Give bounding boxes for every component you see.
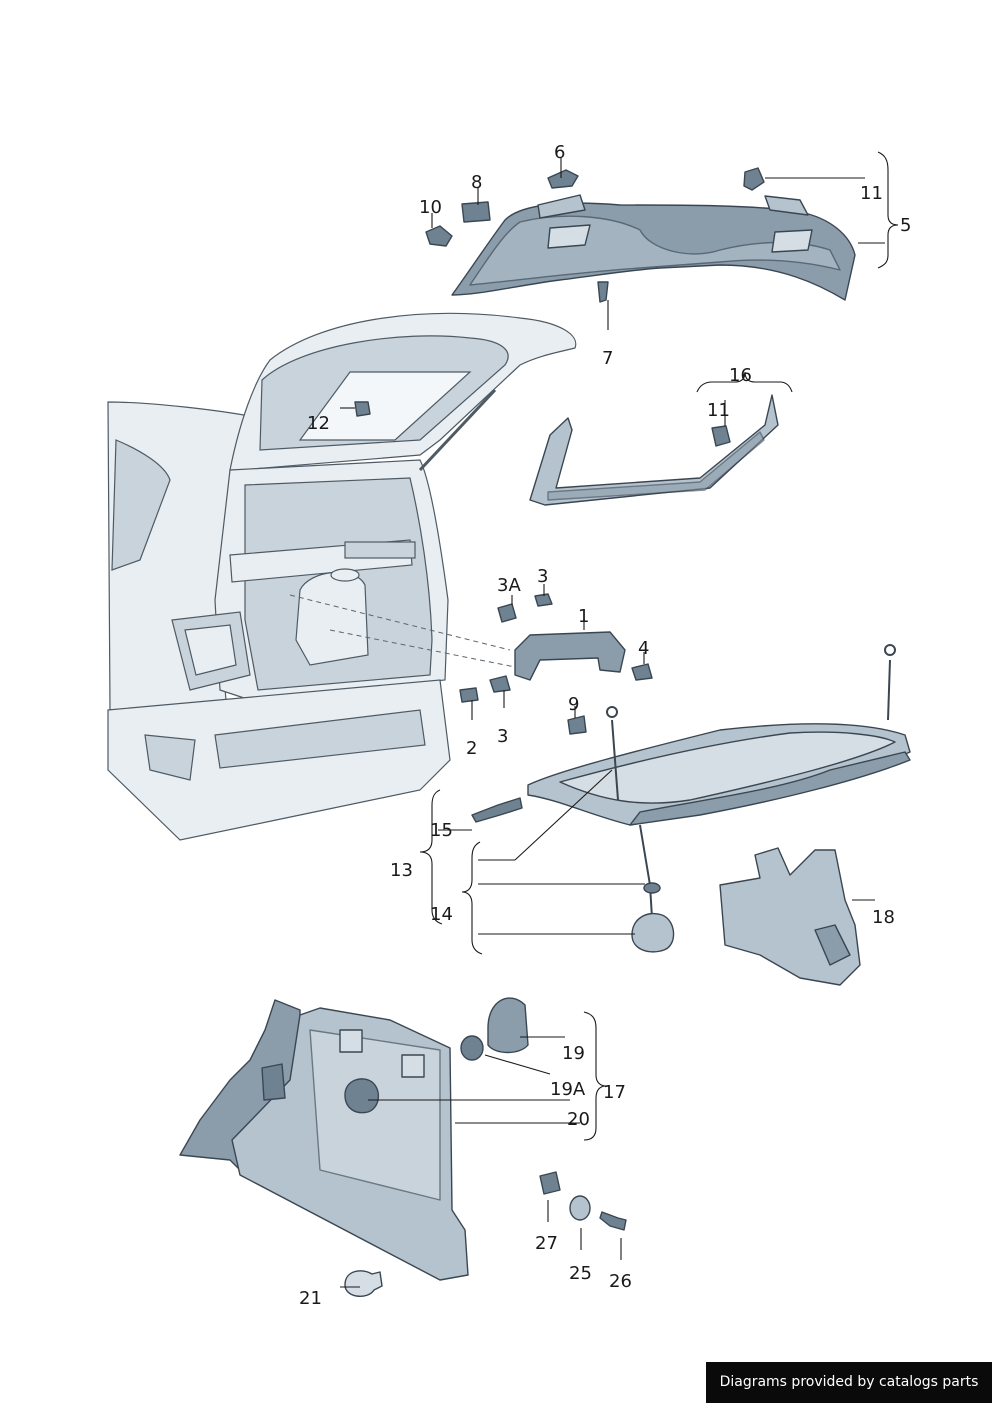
- label-1: 1: [578, 606, 589, 627]
- label-9: 9: [568, 694, 579, 715]
- label-19A: 19A: [550, 1079, 586, 1100]
- part-19-holder: [487, 997, 529, 1054]
- label-26: 26: [609, 1271, 632, 1292]
- part-18-insert-shade: [814, 924, 851, 966]
- shelf-cord-left: [611, 719, 619, 801]
- part-17-side-trim-panel: [179, 999, 469, 1281]
- label-10: 10: [419, 197, 442, 218]
- leader-lines: [340, 158, 885, 1288]
- part-25-nut: [569, 1195, 591, 1221]
- part-13-parcel-shelf: [527, 723, 911, 826]
- label-21: 21: [299, 1288, 322, 1309]
- part-2-screw: [459, 687, 479, 703]
- part-21-clip: [344, 1270, 383, 1297]
- label-15: 15: [430, 820, 453, 841]
- label-6: 6: [554, 142, 565, 163]
- label-18: 18: [872, 907, 895, 928]
- part-labels: 6 8 10 11 5 7 12 16 11 3A 3 1 4 9 2 3 15…: [299, 142, 911, 1309]
- part-20-fastener: [344, 1078, 379, 1114]
- part-8-clip: [461, 201, 491, 223]
- part-4-screw: [631, 663, 653, 681]
- label-14: 14: [430, 904, 453, 925]
- label-19: 19: [562, 1043, 585, 1064]
- label-12: 12: [307, 413, 330, 434]
- attribution-footer: Diagrams provided by catalogs parts: [706, 1362, 992, 1403]
- label-3-top: 3: [537, 566, 548, 587]
- cord-knob: [631, 912, 675, 953]
- label-2: 2: [466, 738, 477, 759]
- part-15-pin: [471, 797, 523, 823]
- label-3-bottom: 3: [497, 726, 508, 747]
- label-11-lower: 11: [707, 400, 730, 421]
- label-25: 25: [569, 1263, 592, 1284]
- assembly-pointer-line: [289, 594, 511, 651]
- part-6-clip: [547, 169, 579, 189]
- car-rear-illustration: [107, 312, 577, 841]
- part-19A-grommet: [460, 1035, 484, 1061]
- label-7: 7: [602, 348, 613, 369]
- part-16-tailgate-lower-trim: [529, 394, 779, 506]
- label-8: 8: [471, 172, 482, 193]
- part-12-screw: [354, 401, 371, 417]
- part-11-clip: [743, 167, 765, 191]
- grouping-braces: [419, 151, 899, 1141]
- part-11-clip-lower: [711, 425, 731, 447]
- shelf-cord-right: [887, 659, 891, 721]
- part-3A-clip: [497, 603, 517, 623]
- part-10-clip: [425, 225, 453, 247]
- part-27-clip: [539, 1171, 561, 1195]
- shelf-cord-lower: [639, 824, 653, 919]
- label-5: 5: [900, 215, 911, 236]
- part-9-screw: [567, 715, 587, 735]
- part-5-tailgate-trim: [451, 194, 856, 301]
- label-27: 27: [535, 1233, 558, 1254]
- label-16: 16: [729, 365, 752, 386]
- label-3A: 3A: [497, 575, 521, 596]
- part-26-screw: [599, 1211, 627, 1231]
- label-20: 20: [567, 1109, 590, 1130]
- part-3-screw-bottom: [489, 675, 511, 693]
- label-4: 4: [638, 638, 649, 659]
- label-11-top: 11: [860, 183, 883, 204]
- label-13: 13: [390, 860, 413, 881]
- part-1-bracket: [514, 631, 626, 681]
- part-7-screw: [597, 281, 609, 303]
- label-17: 17: [603, 1082, 626, 1103]
- part-18-insert: [719, 847, 861, 986]
- footer-text: Diagrams provided by catalogs parts: [719, 1374, 979, 1390]
